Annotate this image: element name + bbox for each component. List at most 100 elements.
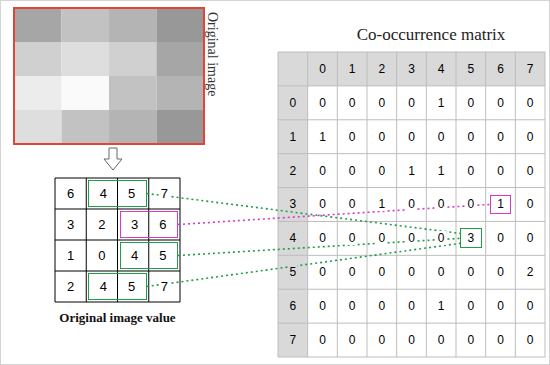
box-cell: 5 bbox=[118, 279, 146, 294]
dotted-link bbox=[147, 243, 460, 286]
highlight-box: 45 bbox=[120, 242, 179, 269]
table-cell: 0 bbox=[456, 120, 486, 154]
table-cell: 0 bbox=[308, 255, 338, 289]
table-cell: 0 bbox=[308, 154, 338, 188]
table-cell: 6 bbox=[486, 52, 516, 86]
header-value: 1 bbox=[288, 130, 297, 144]
header-row-fill bbox=[278, 52, 545, 86]
highlighted-value: 4 bbox=[99, 186, 108, 201]
header-value: 5 bbox=[466, 62, 475, 76]
table-cell: 4 bbox=[278, 221, 308, 255]
table-cell: 6 bbox=[278, 289, 308, 323]
count-value: 0 bbox=[496, 299, 505, 313]
table-cell: 6 bbox=[55, 178, 86, 209]
count-value: 0 bbox=[318, 299, 327, 313]
box-cell: 5 bbox=[149, 248, 177, 263]
rotated-heading: Original image bbox=[204, 12, 222, 96]
table-cell: 0 bbox=[515, 86, 545, 120]
table-cell: 0 bbox=[337, 289, 367, 323]
count-value: 0 bbox=[466, 164, 475, 178]
table-cell: 0 bbox=[308, 86, 338, 120]
count-value: 0 bbox=[377, 333, 386, 347]
table-cell: 0 bbox=[367, 86, 397, 120]
image-pixel bbox=[109, 110, 157, 144]
table-cell: 0 bbox=[426, 221, 456, 255]
header-column-fill bbox=[278, 52, 308, 357]
table-cell: 0 bbox=[337, 323, 367, 357]
count-value: 0 bbox=[318, 164, 327, 178]
box-cell: 4 bbox=[89, 279, 117, 294]
box-cell: 3 bbox=[461, 231, 481, 245]
dotted-link bbox=[147, 194, 460, 234]
count-value: 0 bbox=[526, 299, 535, 313]
table-cell: 2 bbox=[367, 52, 397, 86]
table-cell: 0 bbox=[337, 255, 367, 289]
table-cell: 2 bbox=[55, 271, 86, 302]
count-value: 0 bbox=[318, 265, 327, 279]
header-value: 7 bbox=[288, 333, 297, 347]
image-pixel bbox=[62, 76, 110, 110]
header-value: 5 bbox=[288, 265, 297, 279]
table-cell: 1 bbox=[278, 120, 308, 154]
count-value: 0 bbox=[407, 333, 416, 347]
header-value: 3 bbox=[407, 62, 416, 76]
table-cell: 0 bbox=[308, 289, 338, 323]
count-value: 0 bbox=[496, 231, 505, 245]
box-cell: 1 bbox=[491, 197, 511, 211]
table-cell: 1 bbox=[308, 120, 338, 154]
image-border bbox=[14, 8, 204, 144]
header-value: 4 bbox=[288, 231, 297, 245]
count-value: 0 bbox=[318, 231, 327, 245]
count-value: 0 bbox=[496, 164, 505, 178]
table-cell: 0 bbox=[337, 154, 367, 188]
table-cell: 0 bbox=[367, 289, 397, 323]
count-value: 0 bbox=[496, 265, 505, 279]
count-value: 1 bbox=[437, 299, 446, 313]
highlighted-value: 3 bbox=[466, 231, 475, 245]
table-cell: 0 bbox=[515, 289, 545, 323]
count-value: 0 bbox=[348, 96, 357, 110]
table-cell: 0 bbox=[367, 323, 397, 357]
count-value: 0 bbox=[377, 231, 386, 245]
table-cell: 0 bbox=[397, 323, 427, 357]
count-value: 0 bbox=[526, 231, 535, 245]
image-pixel bbox=[109, 8, 157, 42]
table-cell: 2 bbox=[278, 154, 308, 188]
matrix-grid bbox=[278, 52, 545, 357]
count-value: 0 bbox=[348, 197, 357, 211]
count-value: 0 bbox=[348, 265, 357, 279]
highlighted-value: 1 bbox=[496, 197, 505, 211]
table-cell: 0 bbox=[397, 289, 427, 323]
highlight-box: 36 bbox=[120, 211, 179, 238]
count-value: 0 bbox=[466, 197, 475, 211]
count-value: 0 bbox=[496, 130, 505, 144]
table-cell: 0 bbox=[456, 289, 486, 323]
pixel-value: 7 bbox=[160, 186, 169, 201]
table-cell: 7 bbox=[149, 271, 180, 302]
table-cell: 0 bbox=[367, 154, 397, 188]
count-value: 0 bbox=[437, 333, 446, 347]
table-cell: 0 bbox=[367, 255, 397, 289]
table-cell: 3 bbox=[55, 209, 86, 240]
table-cell: 0 bbox=[278, 86, 308, 120]
count-value: 0 bbox=[377, 130, 386, 144]
table-cell: 0 bbox=[456, 86, 486, 120]
table-cell: 1 bbox=[337, 52, 367, 86]
pixel-value: 3 bbox=[66, 217, 75, 232]
table-cell: 0 bbox=[486, 221, 516, 255]
box-cell: 4 bbox=[89, 186, 117, 201]
highlighted-value: 6 bbox=[158, 217, 167, 232]
header-value: 1 bbox=[348, 62, 357, 76]
count-value: 0 bbox=[526, 130, 535, 144]
count-value: 0 bbox=[318, 197, 327, 211]
image-pixel bbox=[157, 110, 205, 144]
table-cell: 0 bbox=[367, 221, 397, 255]
header-value: 0 bbox=[288, 96, 297, 110]
table-cell: 0 bbox=[456, 255, 486, 289]
count-value: 0 bbox=[526, 197, 535, 211]
table-cell: 0 bbox=[486, 86, 516, 120]
caption-box: Original image value bbox=[59, 308, 175, 326]
table-cell: 0 bbox=[397, 255, 427, 289]
table-cell: 7 bbox=[515, 52, 545, 86]
